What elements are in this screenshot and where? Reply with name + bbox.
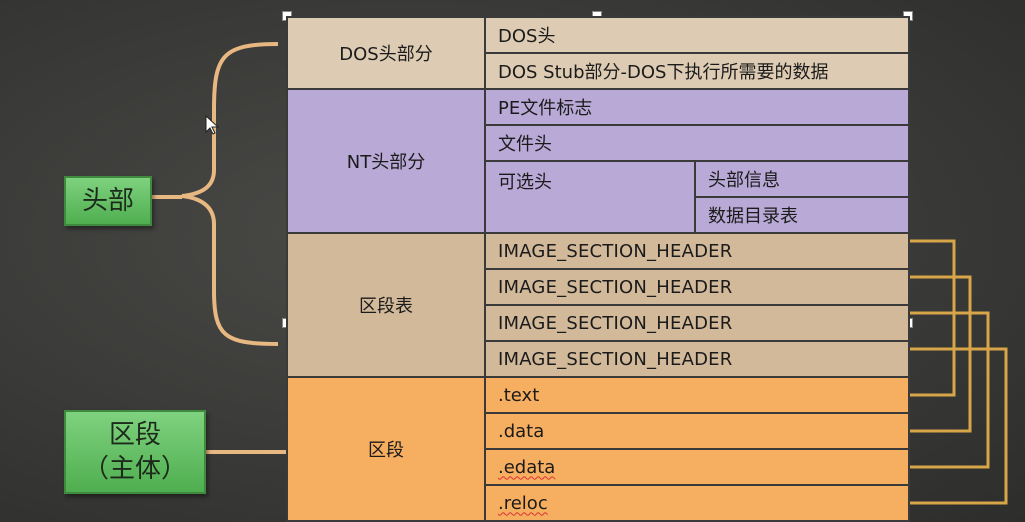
bracket-1 (908, 239, 956, 397)
section-brackets (908, 239, 1008, 505)
section-header-cell: IMAGE_SECTION_HEADER (484, 340, 910, 378)
section-header-cell: IMAGE_SECTION_HEADER (484, 304, 910, 342)
table-row: IMAGE_SECTION_HEADER (287, 340, 910, 378)
head-label-text: 头部 (81, 186, 134, 216)
body-label-line2: （主体） (82, 454, 187, 484)
table-row: NT头部分 PE文件标志 (286, 88, 910, 234)
table-row: 文件头 (287, 124, 910, 162)
bracket-2 (908, 275, 972, 433)
optional-header-cell: 可选头 (484, 160, 696, 234)
table-row: DOS Stub部分-DOS下执行所需要的数据 (287, 52, 910, 90)
move-cursor-icon (205, 114, 220, 135)
table-row: 区段 .text (286, 376, 910, 522)
section-edata-text: .edata (498, 456, 556, 478)
table-row: IMAGE_SECTION_HEADER (287, 304, 910, 342)
table-row: .edata (287, 448, 910, 486)
sections-group: 区段 (286, 376, 486, 522)
body-label: 区段 （主体） (64, 410, 206, 494)
body-label-line1: 区段 (108, 420, 161, 450)
pe-structure-table: DOS头部分 DOS头 DOS Stub部分-DOS下执行所需要的数据 NT头部… (286, 16, 910, 522)
head-label: 头部 (64, 176, 152, 226)
table-row: IMAGE_SECTION_HEADER (287, 268, 910, 306)
section-reloc-cell: .reloc (484, 484, 910, 522)
dos-stub-cell: DOS Stub部分-DOS下执行所需要的数据 (484, 52, 910, 90)
table-row: .data (287, 412, 910, 450)
section-header-cell: IMAGE_SECTION_HEADER (484, 268, 910, 306)
pe-signature-cell: PE文件标志 (484, 88, 910, 126)
header-info-cell: 头部信息 (694, 160, 910, 198)
section-data-cell: .data (484, 412, 910, 450)
table-row: .reloc (287, 484, 910, 522)
data-directory-cell: 数据目录表 (694, 196, 910, 234)
bracket-3 (908, 311, 990, 469)
table-row: DOS头部分 DOS头 (286, 16, 910, 90)
section-text-cell: .text (484, 376, 910, 414)
table-row: 区段表 IMAGE_SECTION_HEADER (286, 232, 910, 378)
section-reloc-text: .reloc (498, 492, 548, 514)
dos-header-cell: DOS头 (484, 16, 910, 54)
section-table-group: 区段表 (286, 232, 486, 378)
section-header-cell: IMAGE_SECTION_HEADER (484, 232, 910, 270)
head-brace (181, 42, 279, 346)
nt-header-group: NT头部分 (286, 88, 486, 234)
section-edata-cell: .edata (484, 448, 910, 486)
dos-header-group: DOS头部分 (286, 16, 486, 90)
table-row: 可选头 头部信息 (287, 160, 910, 234)
file-header-cell: 文件头 (484, 124, 910, 162)
bracket-4 (908, 347, 1008, 505)
table-row: 数据目录表 (287, 196, 910, 234)
